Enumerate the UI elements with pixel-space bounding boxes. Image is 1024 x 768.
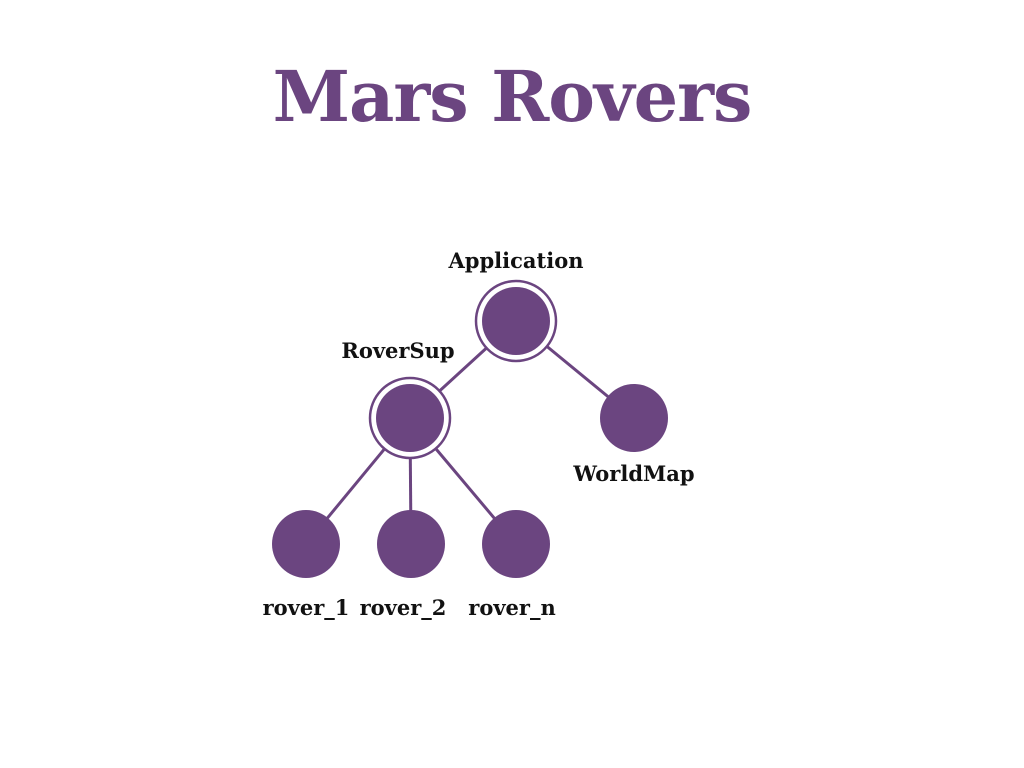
node-circle <box>482 287 550 355</box>
node-label-application: Application <box>448 248 584 273</box>
node-circle <box>272 510 340 578</box>
node-circle <box>482 510 550 578</box>
node-circle <box>377 510 445 578</box>
node-rover_n <box>482 510 550 578</box>
node-label-roversup: RoverSup <box>341 338 454 363</box>
node-circle <box>376 384 444 452</box>
tree-nodes <box>272 279 668 578</box>
node-label-rover_n: rover_n <box>468 595 555 620</box>
node-label-rover_2: rover_2 <box>360 595 447 620</box>
page-title: Mars Rovers <box>272 55 753 138</box>
node-label-rover_1: rover_1 <box>263 595 350 620</box>
node-circle <box>600 384 668 452</box>
node-roversup <box>368 376 452 460</box>
node-worldmap <box>600 384 668 452</box>
node-application <box>474 279 558 363</box>
node-label-worldmap: WorldMap <box>572 461 694 486</box>
node-rover_2 <box>377 510 445 578</box>
node-rover_1 <box>272 510 340 578</box>
